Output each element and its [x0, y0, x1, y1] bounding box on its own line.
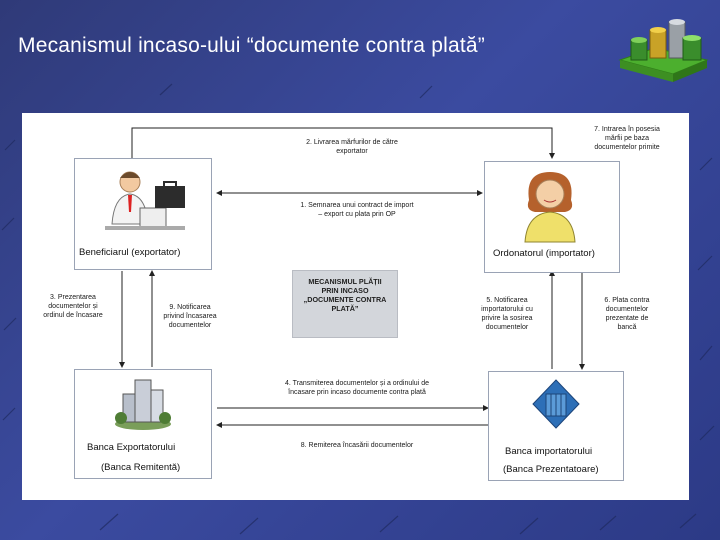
step-3-line: documentelor și: [48, 303, 98, 310]
center-line-4: PLATĂ”: [331, 304, 359, 313]
step-1-line: – export cu plata prin OP: [318, 211, 396, 218]
step-6-line: documentelor: [605, 306, 649, 313]
importer-bank-label-2: (Banca Prezentatoare): [503, 464, 599, 475]
exporter-box: Beneficiarul (exportator): [74, 158, 212, 270]
step-1-label: 1. Semnarea unui contract de import – ex…: [262, 201, 452, 219]
step-4-line: încasare prin incaso documente contra pl…: [288, 389, 426, 396]
step-1-line: 1. Semnarea unui contract de import: [300, 202, 414, 209]
step-7-line: mărfii pe baza: [605, 135, 649, 142]
bank-logo-icon: [532, 379, 580, 429]
step-3-line: ordinul de încasare: [43, 312, 103, 319]
step-9-line: 9. Notificarea: [169, 304, 211, 311]
step-5-label: 5. Notificarea importatorului cu privire…: [464, 296, 550, 332]
money-stacks-icon: [618, 19, 709, 82]
diagram-panel: Beneficiarul (exportator) Ordonatorul (i…: [22, 113, 689, 500]
step-9-line: privind încasarea: [163, 313, 217, 320]
step-5-line: documentelor: [485, 324, 529, 331]
exporter-bank-label-1: Banca Exportatorului: [87, 442, 176, 453]
bank-building-icon: [115, 379, 171, 430]
step-6-line: prezentate de: [605, 315, 649, 322]
step-9-line: documentelor: [168, 322, 212, 329]
step-7-line: documentelor primite: [594, 144, 660, 151]
importer-label: Ordonatorul (importator): [493, 248, 595, 259]
step-2-label: 2. Livrarea mărfurilor de către exportat…: [272, 138, 432, 156]
step-6-line: bancă: [617, 324, 637, 331]
importer-bank-label-1: Banca importatorului: [505, 446, 593, 457]
step-6-label: 6. Plata contra documentelor prezentate …: [584, 296, 670, 332]
step-2-line: exportator: [336, 148, 368, 155]
step-7-line: 7. Intrarea în posesia: [594, 126, 660, 133]
step-6-line: 6. Plata contra: [604, 297, 650, 304]
step-3-line: 3. Prezentarea: [50, 294, 96, 301]
businessman-icon: [105, 171, 185, 230]
step-4-label: 4. Transmiterea documentelor și a ordinu…: [242, 379, 472, 397]
step-2-line: 2. Livrarea mărfurilor de către: [306, 139, 398, 146]
step-4-line: 4. Transmiterea documentelor și a ordinu…: [285, 380, 429, 387]
exporter-bank-label-2: (Banca Remitentă): [101, 462, 181, 473]
businesswoman-icon: [524, 172, 576, 243]
step-9-label: 9. Notificarea privind încasarea documen…: [150, 303, 230, 330]
step-3-label: 3. Prezentarea documentelor și ordinul d…: [28, 293, 118, 320]
diagram-arrows: [119, 127, 585, 428]
step-8-line: 8. Remiterea încasării documentelor: [300, 442, 414, 449]
step-5-line: 5. Notificarea: [486, 297, 528, 304]
exporter-label: Beneficiarul (exportator): [79, 247, 181, 258]
center-line-3: „DOCUMENTE CONTRA: [303, 295, 387, 304]
step-7-label: 7. Intrarea în posesia mărfii pe baza do…: [572, 125, 682, 152]
step-5-line: importatorului cu: [481, 306, 533, 313]
center-line-1: MECANISMUL PLĂȚII: [308, 277, 382, 286]
importer-bank-box: Banca importatorului (Banca Prezentatoar…: [488, 371, 624, 481]
importer-box: Ordonatorul (importator): [484, 161, 620, 273]
exporter-bank-box: Banca Exportatorului (Banca Remitentă): [74, 369, 212, 479]
step-5-line: privire la sosirea: [481, 315, 533, 322]
mechanism-center-box: MECANISMUL PLĂȚII PRIN INCASO „DOCUMENTE…: [292, 270, 398, 338]
center-line-2: PRIN INCASO: [321, 286, 369, 295]
step-8-label: 8. Remiterea încasării documentelor: [252, 441, 462, 450]
slide-title: Mecanismul incaso-ului “documente contra…: [18, 34, 485, 57]
mechanism-center-label: MECANISMUL PLĂȚII PRIN INCASO „DOCUMENTE…: [293, 277, 397, 313]
